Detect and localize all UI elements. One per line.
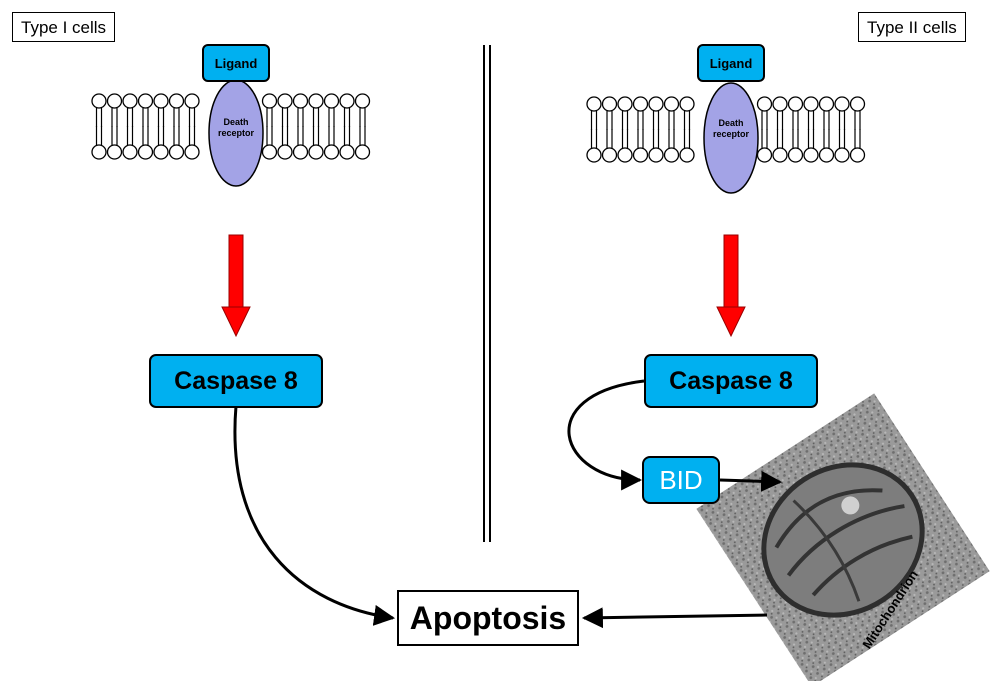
lipid-head [803,147,819,163]
lipid-head [137,93,154,109]
lipid-head [787,96,804,112]
lipid-head [586,96,602,112]
lipid-head [756,96,773,112]
arrow-bid-to-mitochondrion [719,470,783,492]
lipid-head [137,144,154,160]
lipid-head [292,144,309,160]
arrow-caspase-to-bid [567,379,645,491]
lipid-head [323,144,340,160]
lipid-head [184,144,200,160]
lipid-head [663,96,680,112]
lipid-head [184,93,200,109]
apoptosis-node: Apoptosis [397,590,579,646]
caspase-8-right: Caspase 8 [644,354,818,408]
lipid-head [601,147,618,163]
lipid-head [772,96,788,112]
lipid-head [818,147,835,163]
lipid-head [106,144,123,160]
lipid-head [153,93,169,109]
lipid-head [261,144,278,160]
lipid-head [648,147,664,163]
arrow-mitochondrion-to-apoptosis [581,607,768,629]
receptor-line-1: Death [718,118,744,128]
panel-divider [483,45,491,542]
lipid-head [601,96,618,112]
caspase-8-left: Caspase 8 [149,354,323,408]
lipid-head [122,93,138,109]
lipid-head [834,147,850,163]
lipid-head [277,144,293,160]
receptor-line-1: Death [223,117,249,127]
lipid-head [679,147,695,163]
death-receptor-label-right: Death receptor [706,118,756,140]
lipid-head [586,147,602,163]
receptor-line-2: receptor [712,129,749,139]
lipid-head [168,93,185,109]
lipid-head [632,147,649,163]
ligand-left: Ligand [202,44,270,82]
lipid-head [787,147,804,163]
ligand-right: Ligand [697,44,765,82]
lipid-head [308,144,324,160]
type-ii-cells-label: Type II cells [858,12,966,42]
lipid-head [663,147,680,163]
death-receptor-icon [703,82,759,194]
lipid-head [308,93,324,109]
lipid-head [756,147,773,163]
lipid-head [91,144,107,160]
lipid-head [818,96,835,112]
lipid-bilayer-icon [586,96,866,163]
lipid-head [803,96,819,112]
lipid-head [91,93,107,109]
lipid-head [648,96,664,112]
lipid-bilayer-icon [91,93,371,160]
lipid-head [153,144,169,160]
bid-node: BID [642,456,720,504]
death-receptor-label-left: Death receptor [211,117,261,139]
lipid-head [354,93,371,109]
lipid-head [339,144,355,160]
lipid-head [292,93,309,109]
lipid-head [772,147,788,163]
receptor-line-2: receptor [217,128,254,138]
lipid-head [323,93,340,109]
lipid-head [849,147,866,163]
lipid-head [617,96,633,112]
lipid-head [834,96,850,112]
lipid-head [168,144,185,160]
lipid-head [339,93,355,109]
red-arrow-left [221,234,251,338]
lipid-head [106,93,123,109]
lipid-head [679,96,695,112]
lipid-head [849,96,866,112]
lipid-head [277,93,293,109]
lipid-head [261,93,278,109]
arrow-caspase-to-apoptosis [233,405,396,626]
red-arrow-right [716,234,746,338]
mitochondrion-image [696,393,990,681]
type-i-cells-label: Type I cells [12,12,116,42]
lipid-head [122,144,138,160]
lipid-head [617,147,633,163]
lipid-head [632,96,649,112]
lipid-head [354,144,371,160]
